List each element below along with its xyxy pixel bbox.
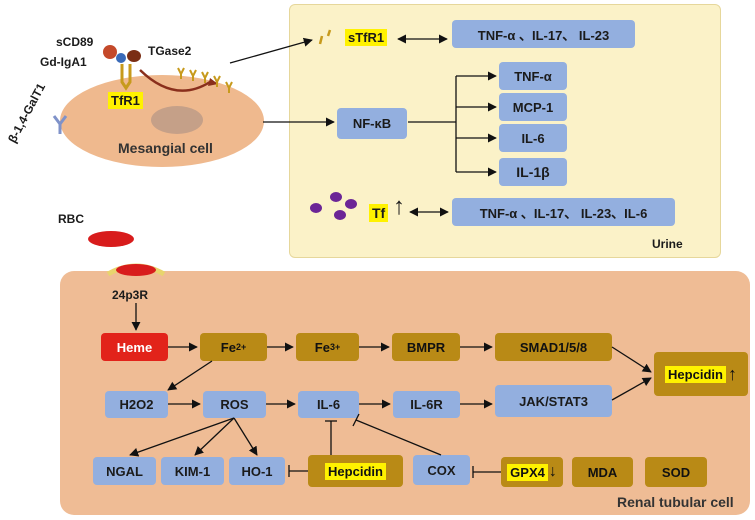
gd-iga1-icon bbox=[116, 53, 126, 63]
mda-box: MDA bbox=[572, 457, 633, 487]
arrow-ros-ngal bbox=[129, 417, 235, 457]
h2o2-box: H2O2 bbox=[105, 391, 168, 418]
mesangial-cell-nucleus bbox=[151, 106, 203, 134]
urine-label: Urine bbox=[652, 237, 683, 251]
surface-receptors-icon bbox=[177, 67, 233, 93]
arrow-jak-hepcidin bbox=[611, 377, 652, 401]
tf-label: Tf bbox=[369, 204, 389, 222]
arrow-fe2-h2o2 bbox=[167, 360, 213, 391]
mcp1-box: MCP-1 bbox=[499, 93, 567, 121]
sod-box: SOD bbox=[645, 457, 707, 487]
tgase2-label: TGase2 bbox=[148, 44, 192, 58]
mesangial-cell-label: Mesangial cell bbox=[118, 140, 213, 156]
inhibit-cox-il6 bbox=[355, 419, 442, 456]
arrow-smad-hepcidin bbox=[611, 346, 652, 373]
renal-il6-box: IL-6 bbox=[298, 391, 359, 418]
arrow-ros-ho1 bbox=[233, 417, 258, 456]
il6r-box: IL-6R bbox=[393, 391, 460, 418]
il1-beta-box: IL-1β bbox=[499, 158, 567, 186]
transferrin-molecules-icon bbox=[310, 192, 357, 220]
heme-box: Heme bbox=[101, 333, 168, 361]
tgase2-icon bbox=[127, 50, 141, 62]
scd89-icon bbox=[103, 45, 117, 59]
gd-iga1-label: Gd-IgA1 bbox=[40, 55, 87, 69]
tf-up-arrow-icon: ↑ bbox=[393, 193, 405, 220]
rbc-illustration bbox=[88, 231, 166, 277]
scd89-label: sCD89 bbox=[56, 35, 94, 49]
stfr1-cytokines-box: TNF-α 、IL-17、 IL-23 bbox=[452, 20, 635, 48]
smad-box: SMAD1/5/8 bbox=[495, 333, 612, 361]
kim1-box: KIM-1 bbox=[161, 457, 224, 485]
hepcidin-right-box: Hepcidin↑ bbox=[654, 352, 748, 396]
cleavage-arc bbox=[139, 69, 211, 92]
stfr1-label: sTfR1 bbox=[345, 29, 388, 46]
24p3r-label: 24p3R bbox=[112, 288, 149, 302]
tnf-alpha-box: TNF-α bbox=[499, 62, 567, 90]
bmpr-box: BMPR bbox=[392, 333, 460, 361]
ngal-box: NGAL bbox=[93, 457, 156, 485]
ho1-box: HO-1 bbox=[229, 457, 285, 485]
renal-tubular-cell-label: Renal tubular cell bbox=[617, 494, 734, 510]
tfr1-receptor-icon bbox=[120, 64, 132, 91]
rbc-icon bbox=[88, 231, 134, 247]
nfkb-box: NF-κB bbox=[337, 108, 407, 139]
hepcidin-up-arrow-icon: ↑ bbox=[727, 363, 737, 384]
jak-stat3-box: JAK/STAT3 bbox=[495, 385, 612, 417]
gpx4-box: GPX4↓ bbox=[501, 457, 563, 487]
gpx4-down-arrow-icon: ↓ bbox=[548, 463, 557, 480]
tf-cytokines-box: TNF-α 、IL-17、 IL-23、IL-6 bbox=[452, 198, 675, 226]
arrow-cell-to-stfr1 bbox=[229, 37, 313, 64]
arrow-ros-kim1 bbox=[194, 417, 235, 456]
galt1-receptor-icon bbox=[52, 115, 68, 134]
hepcidin-box: Hepcidin bbox=[308, 455, 403, 487]
tfr1-label: TfR1 bbox=[108, 92, 143, 109]
stfr1-fragments-icon bbox=[318, 29, 332, 45]
heme-on-receptor-icon bbox=[116, 264, 156, 276]
cox-box: COX bbox=[413, 455, 470, 485]
rbc-label: RBC bbox=[58, 212, 84, 226]
urine-il6-box: IL-6 bbox=[499, 124, 567, 152]
ros-box: ROS bbox=[203, 391, 266, 418]
